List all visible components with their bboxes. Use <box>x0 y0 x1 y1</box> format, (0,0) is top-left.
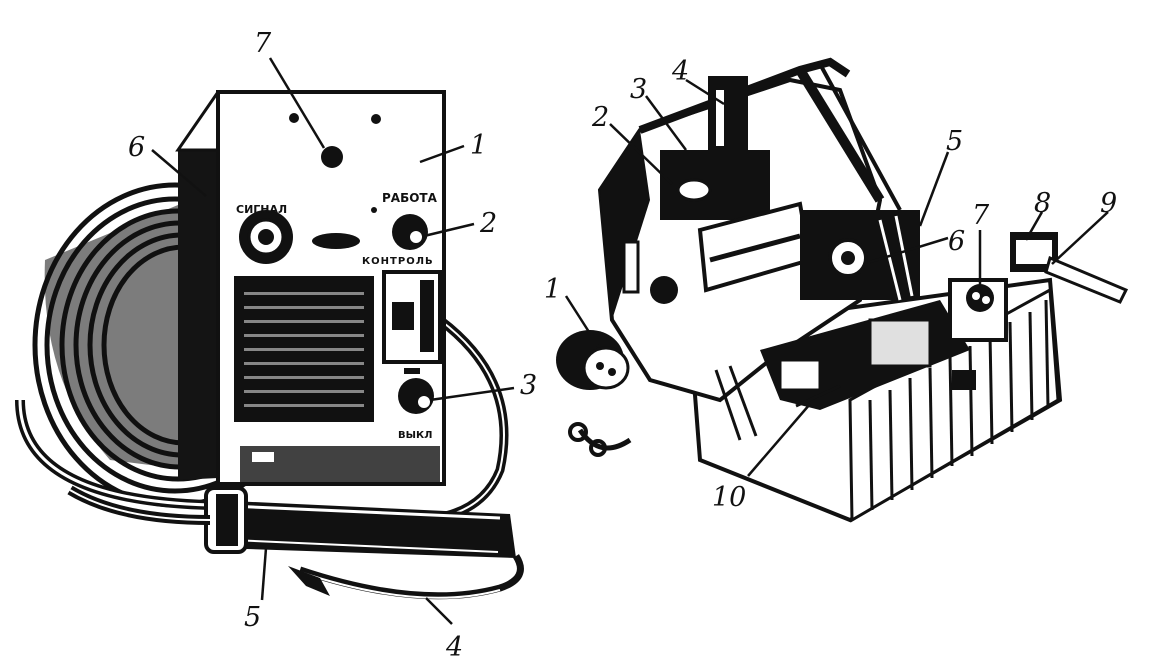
clip <box>288 566 330 596</box>
left-leader-lines <box>151 57 515 625</box>
screw-left <box>289 113 299 123</box>
side-knob <box>650 276 678 304</box>
left-device: СИГНАЛ РАБОТА КОНТРОЛЬ <box>15 28 537 663</box>
label-work: РАБОТА <box>382 191 438 205</box>
callout-9: 9 <box>1100 188 1117 219</box>
label-signal: СИГНАЛ <box>236 203 287 216</box>
callout-4: 4 <box>445 632 463 663</box>
callout-2: 2 <box>591 102 609 133</box>
top-mechanism <box>660 76 813 293</box>
tray-inner-lines <box>714 365 841 441</box>
callout-1: 1 <box>544 274 561 305</box>
callout-7: 7 <box>972 200 990 231</box>
callout-4: 4 <box>671 56 689 87</box>
lower-cable <box>298 554 524 600</box>
callout-6: 6 <box>128 132 145 163</box>
tuning-knob <box>800 210 920 301</box>
battery-module <box>948 278 1008 390</box>
coil-shadow <box>44 200 190 470</box>
key-tab <box>1010 232 1129 304</box>
screw-right <box>371 114 381 124</box>
indicator-lamp <box>321 146 343 168</box>
right-leader-lines <box>564 78 1109 477</box>
callout-8: 8 <box>1034 188 1051 219</box>
emblem <box>312 233 360 249</box>
callout-1: 1 <box>470 130 487 161</box>
signal-socket <box>239 210 293 264</box>
tray-hatching <box>868 299 1050 511</box>
plug-connector <box>556 330 632 457</box>
speaker-grille <box>234 276 374 422</box>
callout-6: 6 <box>948 226 965 257</box>
callout-5: 5 <box>946 126 963 157</box>
callout-2: 2 <box>479 208 497 239</box>
off-toggle <box>398 368 434 414</box>
probe-handle <box>204 486 516 558</box>
label-control: КОНТРОЛЬ <box>362 256 434 267</box>
work-toggle <box>392 214 428 250</box>
callout-5: 5 <box>244 602 261 633</box>
callout-10: 10 <box>712 482 746 513</box>
label-off: ВЫКЛ <box>398 430 432 441</box>
callout-3: 3 <box>630 74 647 105</box>
box-side <box>178 92 218 480</box>
control-window <box>382 270 442 364</box>
callout-3: 3 <box>520 370 537 401</box>
right-device: 2 3 4 5 6 1 7 8 9 10 <box>544 56 1129 523</box>
callout-7: 7 <box>254 28 272 59</box>
